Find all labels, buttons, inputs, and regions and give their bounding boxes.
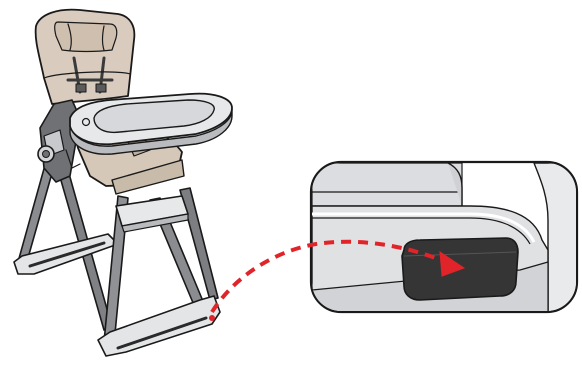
- front-legs: [97, 187, 221, 357]
- seat-back: [34, 8, 136, 105]
- detail-callout-icon: [309, 160, 579, 314]
- footrest: [115, 195, 189, 233]
- release-point-marker: [209, 315, 215, 321]
- curved-arrow-icon: [210, 239, 466, 314]
- high-chair-icon: [13, 8, 233, 357]
- tray: [69, 92, 233, 155]
